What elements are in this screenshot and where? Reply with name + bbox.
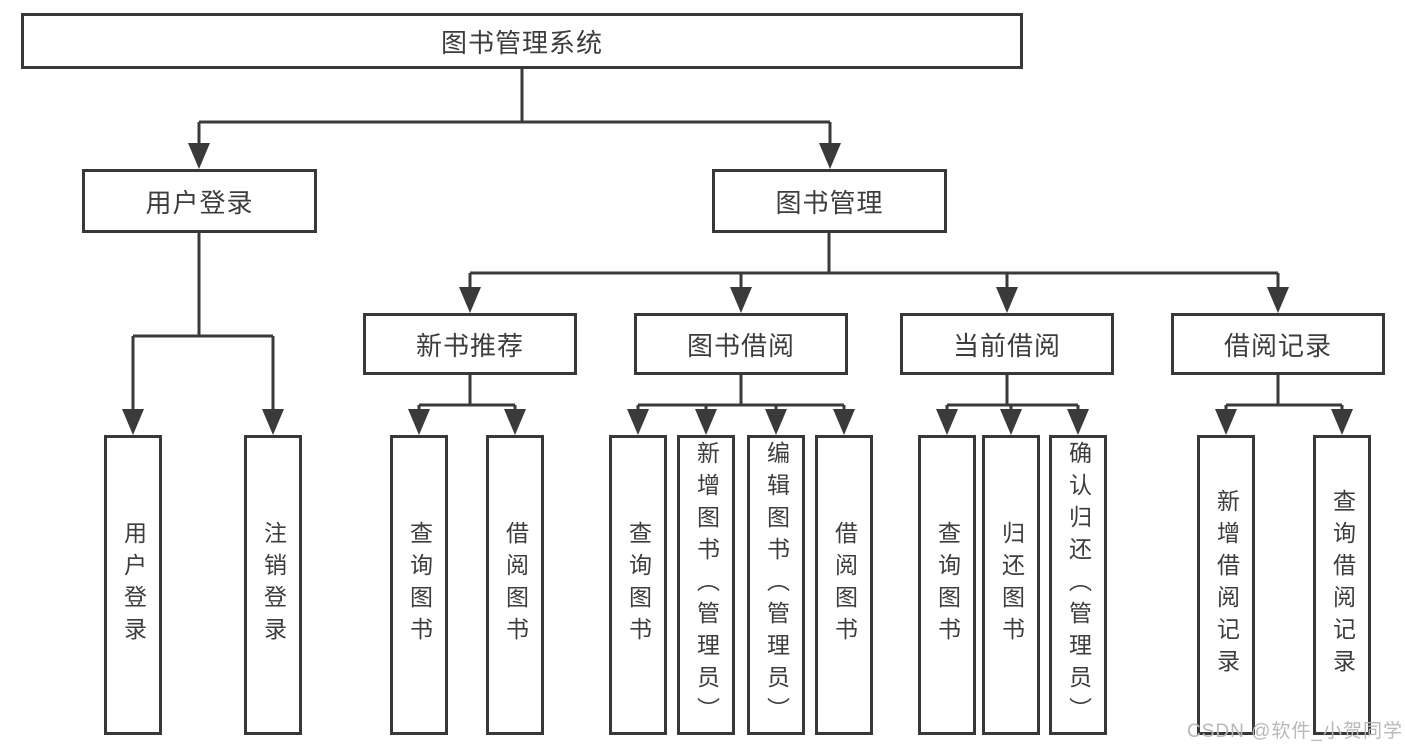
leaf-logout-label: 注销登录 — [260, 521, 287, 649]
arrow-down-icon — [122, 409, 144, 435]
leaf-newbooks-borrow: 借阅图书 — [486, 435, 544, 735]
leaf-records-query-label: 查询借阅记录 — [1329, 489, 1356, 681]
leaf-current-query: 查询图书 — [918, 435, 976, 735]
connector-line — [197, 69, 832, 146]
arrow-down-icon — [1067, 409, 1089, 435]
leaf-current-confirm-admin-label: 确认归还（管理员） — [1065, 441, 1092, 729]
connector-management-to-level3 — [459, 233, 1289, 313]
arrow-down-icon — [1000, 409, 1022, 435]
arrow-down-icon — [695, 409, 717, 435]
arrow-down-icon — [833, 409, 855, 435]
arrow-down-icon — [1215, 409, 1237, 435]
node-current-borrowing: 当前借阅 — [900, 313, 1114, 375]
leaf-borrow-query-label: 查询图书 — [625, 521, 652, 649]
node-new-book-recommend-label: 新书推荐 — [415, 330, 524, 361]
leaf-records-add-label: 新增借阅记录 — [1213, 489, 1240, 681]
node-root-label: 图书管理系统 — [440, 27, 603, 58]
arrow-down-icon — [627, 409, 649, 435]
node-user-login: 用户登录 — [82, 169, 317, 233]
connector-line — [468, 233, 1280, 290]
connector-line — [945, 375, 1080, 412]
connector-root-to-level2 — [188, 69, 841, 169]
leaf-borrow-add-admin: 新增图书（管理员） — [677, 435, 735, 735]
leaf-records-query: 查询借阅记录 — [1313, 435, 1371, 735]
leaf-borrow-query: 查询图书 — [609, 435, 667, 735]
node-new-book-recommend: 新书推荐 — [363, 313, 577, 375]
leaf-borrow-edit-admin: 编辑图书（管理员） — [747, 435, 805, 735]
node-borrow-records-label: 借阅记录 — [1223, 330, 1332, 361]
connector-line — [636, 375, 846, 412]
node-root-system: 图书管理系统 — [21, 13, 1023, 69]
leaf-borrow-edit-admin-label: 编辑图书（管理员） — [763, 441, 790, 729]
leaf-newbooks-borrow-label: 借阅图书 — [502, 521, 529, 649]
node-current-borrowing-label: 当前借阅 — [952, 330, 1061, 361]
connector-records-to-leaves — [1215, 375, 1353, 435]
leaf-current-return: 归还图书 — [982, 435, 1040, 735]
node-book-management: 图书管理 — [712, 169, 947, 233]
connector-current-to-leaves — [936, 375, 1089, 435]
leaf-borrow-borrow: 借阅图书 — [815, 435, 873, 735]
leaf-newbooks-query: 查询图书 — [390, 435, 448, 735]
connector-line — [131, 233, 275, 412]
arrow-down-icon — [504, 409, 526, 435]
arrow-down-icon — [765, 409, 787, 435]
leaf-logout: 注销登录 — [244, 435, 302, 735]
connector-newbooks-to-leaves — [408, 375, 526, 435]
node-book-management-label: 图书管理 — [775, 187, 884, 218]
connector-borrow-to-leaves — [627, 375, 855, 435]
arrow-down-icon — [1331, 409, 1353, 435]
leaf-borrow-add-admin-label: 新增图书（管理员） — [693, 441, 720, 729]
leaf-current-confirm-admin: 确认归还（管理员） — [1049, 435, 1107, 735]
leaf-user-login: 用户登录 — [104, 435, 162, 735]
node-book-borrowing-label: 图书借阅 — [686, 330, 795, 361]
connector-line — [417, 375, 517, 412]
leaf-newbooks-query-label: 查询图书 — [406, 521, 433, 649]
leaf-borrow-borrow-label: 借阅图书 — [831, 521, 858, 649]
leaf-current-query-label: 查询图书 — [934, 521, 961, 649]
arrow-down-icon — [819, 143, 841, 169]
connector-line — [1224, 375, 1344, 412]
arrow-down-icon — [1267, 287, 1289, 313]
arrow-down-icon — [459, 287, 481, 313]
arrow-down-icon — [188, 143, 210, 169]
leaf-current-return-label: 归还图书 — [998, 521, 1025, 649]
leaf-records-add: 新增借阅记录 — [1197, 435, 1255, 735]
arrow-down-icon — [262, 409, 284, 435]
arrow-down-icon — [730, 287, 752, 313]
csdn-watermark: CSDN @软件_小贺同学 — [1187, 721, 1403, 742]
arrow-down-icon — [936, 409, 958, 435]
connector-login-to-leaves — [122, 233, 284, 435]
arrow-down-icon — [996, 287, 1018, 313]
node-user-login-label: 用户登录 — [145, 187, 254, 218]
node-book-borrowing: 图书借阅 — [634, 313, 848, 375]
node-borrow-records: 借阅记录 — [1171, 313, 1385, 375]
leaf-user-login-label: 用户登录 — [120, 521, 147, 649]
arrow-down-icon — [408, 409, 430, 435]
